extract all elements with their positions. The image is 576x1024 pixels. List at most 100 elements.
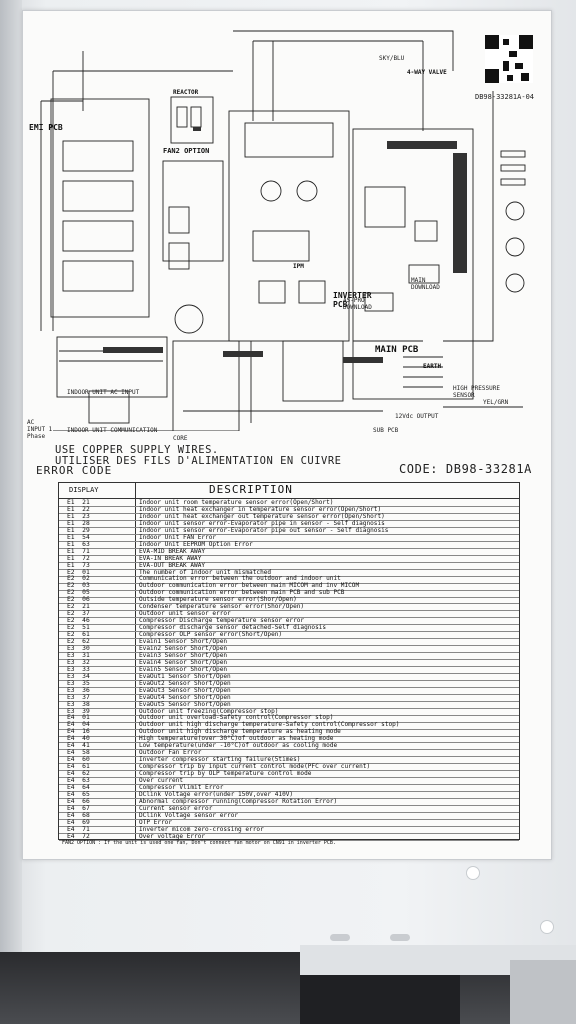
table-row: E4 71 Inverter micom zero-crossing error — [59, 826, 519, 834]
error-description-cell: Compressor Vlimit Error — [139, 783, 224, 791]
earth-label: EARTH — [423, 363, 442, 370]
error-code-cell: E3 35 — [67, 679, 90, 687]
error-code-cell: E1 72 — [67, 554, 90, 562]
sky-blu-label: SKY/BLU — [379, 55, 405, 62]
error-code-cell: E4 71 — [67, 825, 90, 833]
error-description-cell: Indoor unit sensor error-Evaporator pipe… — [139, 526, 389, 534]
table-row: E3 38 EvaOut5 Sensor Short/Open — [59, 701, 519, 709]
table-row: E4 68 DClink Voltage sensor error — [59, 812, 519, 820]
ipm-label: IPM — [293, 263, 304, 270]
error-code-cell: E4 68 — [67, 811, 90, 819]
table-row: E1 72 EVA-IN BREAK AWAY — [59, 555, 519, 563]
sub-pcb-label: SUB PCB — [373, 427, 399, 434]
error-code-cell: E4 01 — [67, 714, 90, 722]
error-description-cell: Inverter micom zero-crossing error — [139, 825, 264, 833]
error-code-cell: E4 40 — [67, 735, 90, 743]
panel-slot — [390, 934, 410, 941]
fan-option-note: FAN2 OPTION : If the unit is used one fa… — [62, 840, 336, 846]
error-description-cell: EvaOut2 Sensor Short/Open — [139, 679, 231, 687]
copper-wire-warning: USE COPPER SUPPLY WIRES. UTILISER DES FI… — [55, 445, 342, 467]
error-description-cell: Communication error between the outdoor … — [139, 575, 341, 583]
error-code-cell: E2 46 — [67, 617, 90, 625]
table-row: E4 40 High temperature(over 30°C)of outdo… — [59, 735, 519, 744]
error-code-cell: E2 03 — [67, 582, 90, 590]
error-description-cell: Compressor Discharge temperature sensor … — [139, 617, 305, 625]
error-code-cell: E1 29 — [67, 526, 90, 534]
code-reference: CODE: DB98-33281A — [398, 462, 532, 476]
error-code-cell: E2 06 — [67, 596, 90, 604]
table-row: E2 02 Communication error between the out… — [59, 575, 519, 584]
error-code-cell: E4 63 — [67, 777, 90, 784]
error-code-cell: E1 28 — [67, 519, 90, 527]
error-code-cell: E3 34 — [67, 672, 90, 680]
error-description-cell: DClink Voltage error(under 150V,over 410… — [139, 790, 294, 798]
error-description-cell: Outdoor Fan Error — [139, 749, 202, 757]
error-code-cell: E1 23 — [67, 512, 90, 520]
error-description-cell: EVA-IN BREAK AWAY — [139, 554, 202, 562]
error-description-cell: EVA-OUT BREAK AWAY — [139, 561, 206, 569]
error-description-cell: Low temperature(under -10°C)of outdoor a… — [139, 742, 338, 750]
qr-code — [485, 35, 533, 83]
error-description-cell: Compressor discharge sensor detached-Sel… — [139, 624, 327, 632]
yel-grn-label: YEL/GRN — [483, 399, 509, 406]
error-code-cell: E2 01 — [67, 568, 90, 576]
as-pro-download-label: AS-PRO DOWNLOAD — [343, 297, 372, 311]
error-description-cell: Outdoor unit high discharge temperature-… — [139, 721, 400, 729]
table-row: E2 46 Compressor Discharge temperature se… — [59, 617, 519, 626]
error-description-cell: High temperature(over 30°C)of outdoor as… — [139, 735, 334, 743]
fan2-option-label: FAN2 OPTION — [163, 147, 210, 155]
reactor-label: REACTOR — [173, 89, 199, 96]
document-code: DB98-33281A-04 — [475, 93, 535, 101]
error-description-cell: EVA-MID BREAK AWAY — [139, 547, 206, 555]
description-column-header: DESCRIPTION — [209, 483, 293, 496]
indoor-ac-input-label: INDOOR UNIT AC INPUT — [67, 389, 140, 396]
error-description-cell: Indoor Unit EEPROM Option Error — [139, 540, 253, 548]
error-code-cell: E2 62 — [67, 638, 90, 645]
error-description-cell: Inverter compressor starting failure(5ti… — [139, 756, 301, 764]
base-block — [300, 975, 460, 1024]
error-description-cell: EvaOut5 Sensor Short/Open — [139, 700, 231, 708]
main-download-label: MAIN DOWNLOAD — [411, 277, 440, 291]
output-12v-label: 12Vdc OUTPUT — [395, 413, 439, 420]
error-code-cell: E3 38 — [67, 700, 90, 708]
error-code-cell: E1 63 — [67, 540, 90, 548]
error-code-cell: E4 67 — [67, 804, 90, 812]
error-code-cell: E3 30 — [67, 644, 90, 652]
error-description-cell: Evain3 Sensor Short/Open — [139, 651, 228, 659]
screw — [540, 920, 554, 934]
error-code-cell: E1 54 — [67, 533, 90, 541]
error-description-cell: Compressor trip by OLP temperature contr… — [139, 770, 312, 778]
valve-label: 4-WAY VALVE — [407, 69, 447, 76]
side-panel — [510, 960, 576, 1024]
table-row: E4 64 Compressor Vlimit Error — [59, 783, 519, 793]
error-description-cell: DClink Voltage sensor error — [139, 811, 239, 819]
error-description-cell: Outdoor communication error between main… — [139, 589, 345, 597]
error-code-cell: E4 64 — [67, 783, 90, 791]
panel-edge — [0, 0, 22, 1024]
column-divider — [135, 483, 136, 839]
error-code-cell: E4 61 — [67, 763, 90, 771]
error-code-cell: E1 21 — [67, 499, 90, 506]
error-description-cell: Outdoor unit overload-Safety control(Com… — [139, 714, 334, 722]
error-description-cell: The number of Indoor unit mismatched — [139, 568, 272, 576]
error-code-cell: E4 65 — [67, 790, 90, 798]
error-code-cell: E2 02 — [67, 575, 90, 583]
error-code-cell: E2 21 — [67, 603, 90, 611]
